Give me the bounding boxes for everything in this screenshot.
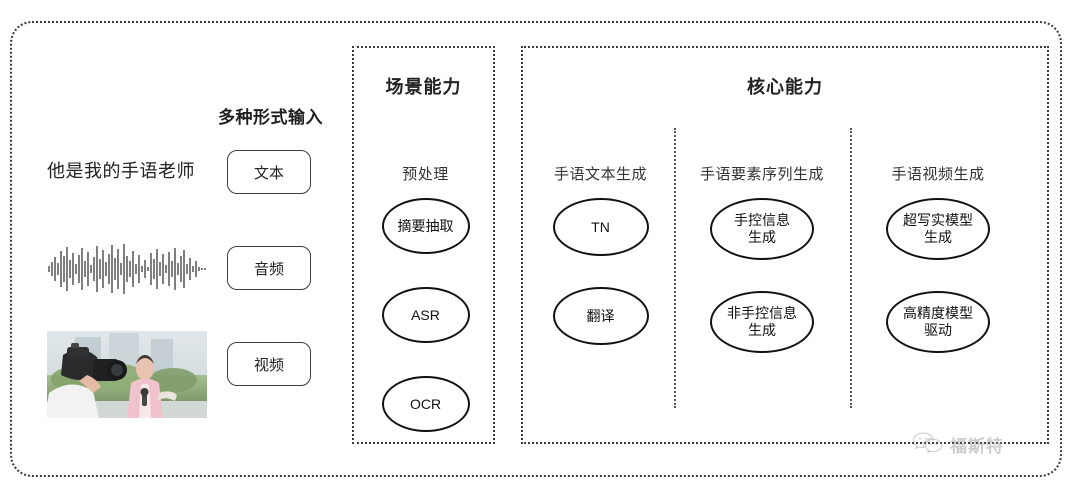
node-manual-signal-generation[interactable]: 手控信息生成 xyxy=(710,198,814,260)
node-label: 超写实模型生成 xyxy=(903,212,973,245)
watermark-text: 福斯特 xyxy=(950,437,1004,456)
node-high-precision-model-driving[interactable]: 高精度模型驱动 xyxy=(886,291,990,353)
input-sample-sentence: 他是我的手语老师 xyxy=(47,161,195,181)
chip-audio[interactable]: 音频 xyxy=(227,246,311,290)
core-column-1-title: 手语文本生成 xyxy=(553,166,647,183)
node-non-manual-signal-generation[interactable]: 非手控信息生成 xyxy=(710,291,814,353)
input-section-heading: 多种形式输入 xyxy=(218,108,323,127)
node-summary-extraction[interactable]: 摘要抽取 xyxy=(381,198,470,254)
core-column-divider-2 xyxy=(850,128,852,408)
chip-text[interactable]: 文本 xyxy=(227,150,311,194)
node-asr[interactable]: ASR xyxy=(381,287,470,343)
node-tn[interactable]: TN xyxy=(552,198,649,256)
video-thumbnail xyxy=(47,331,207,418)
core-column-3-title: 手语视频生成 xyxy=(891,166,985,183)
node-translation[interactable]: 翻译 xyxy=(552,287,649,345)
node-label: TN xyxy=(591,218,610,235)
core-column-2-title: 手语要素序列生成 xyxy=(699,166,824,183)
node-ocr[interactable]: OCR xyxy=(381,376,470,432)
core-capability-panel: 核心能力 手语文本生成 TN 翻译 手语要素序列生成 手控信息生成 xyxy=(521,46,1049,444)
node-photorealistic-model-generation[interactable]: 超写实模型生成 xyxy=(886,198,990,260)
node-label: ASR xyxy=(411,306,440,323)
scene-panel-title: 场景能力 xyxy=(385,77,462,97)
core-column-sign-element-sequence-generation: 手语要素序列生成 手控信息生成 非手控信息生成 xyxy=(674,163,850,353)
node-label: 手控信息生成 xyxy=(734,212,790,245)
core-column-divider-1 xyxy=(674,128,676,408)
watermark: 福斯特 xyxy=(912,431,1004,458)
scene-column-preprocess: 预处理 摘要抽取 ASR OCR xyxy=(354,163,497,432)
wechat-icon xyxy=(912,431,944,458)
node-label: 摘要抽取 xyxy=(397,217,454,234)
scene-capability-panel: 场景能力 预处理 摘要抽取 ASR OCR xyxy=(352,46,495,444)
node-label: 高精度模型驱动 xyxy=(903,305,973,338)
chip-video[interactable]: 视频 xyxy=(227,342,311,386)
core-panel-title: 核心能力 xyxy=(747,77,823,97)
audio-waveform-icon xyxy=(44,243,210,295)
chip-audio-label: 音频 xyxy=(253,260,284,278)
core-column-sign-video-generation: 手语视频生成 超写实模型生成 高精度模型驱动 xyxy=(850,163,1026,353)
node-label: 非手控信息生成 xyxy=(727,305,797,338)
chip-video-label: 视频 xyxy=(253,356,284,374)
outer-frame xyxy=(10,21,1062,477)
core-column-sign-text-generation: 手语文本生成 TN 翻译 xyxy=(527,163,674,345)
chip-text-label: 文本 xyxy=(253,164,284,182)
scene-column-title: 预处理 xyxy=(402,166,449,183)
node-label: OCR xyxy=(409,395,442,412)
node-label: 翻译 xyxy=(586,307,615,324)
